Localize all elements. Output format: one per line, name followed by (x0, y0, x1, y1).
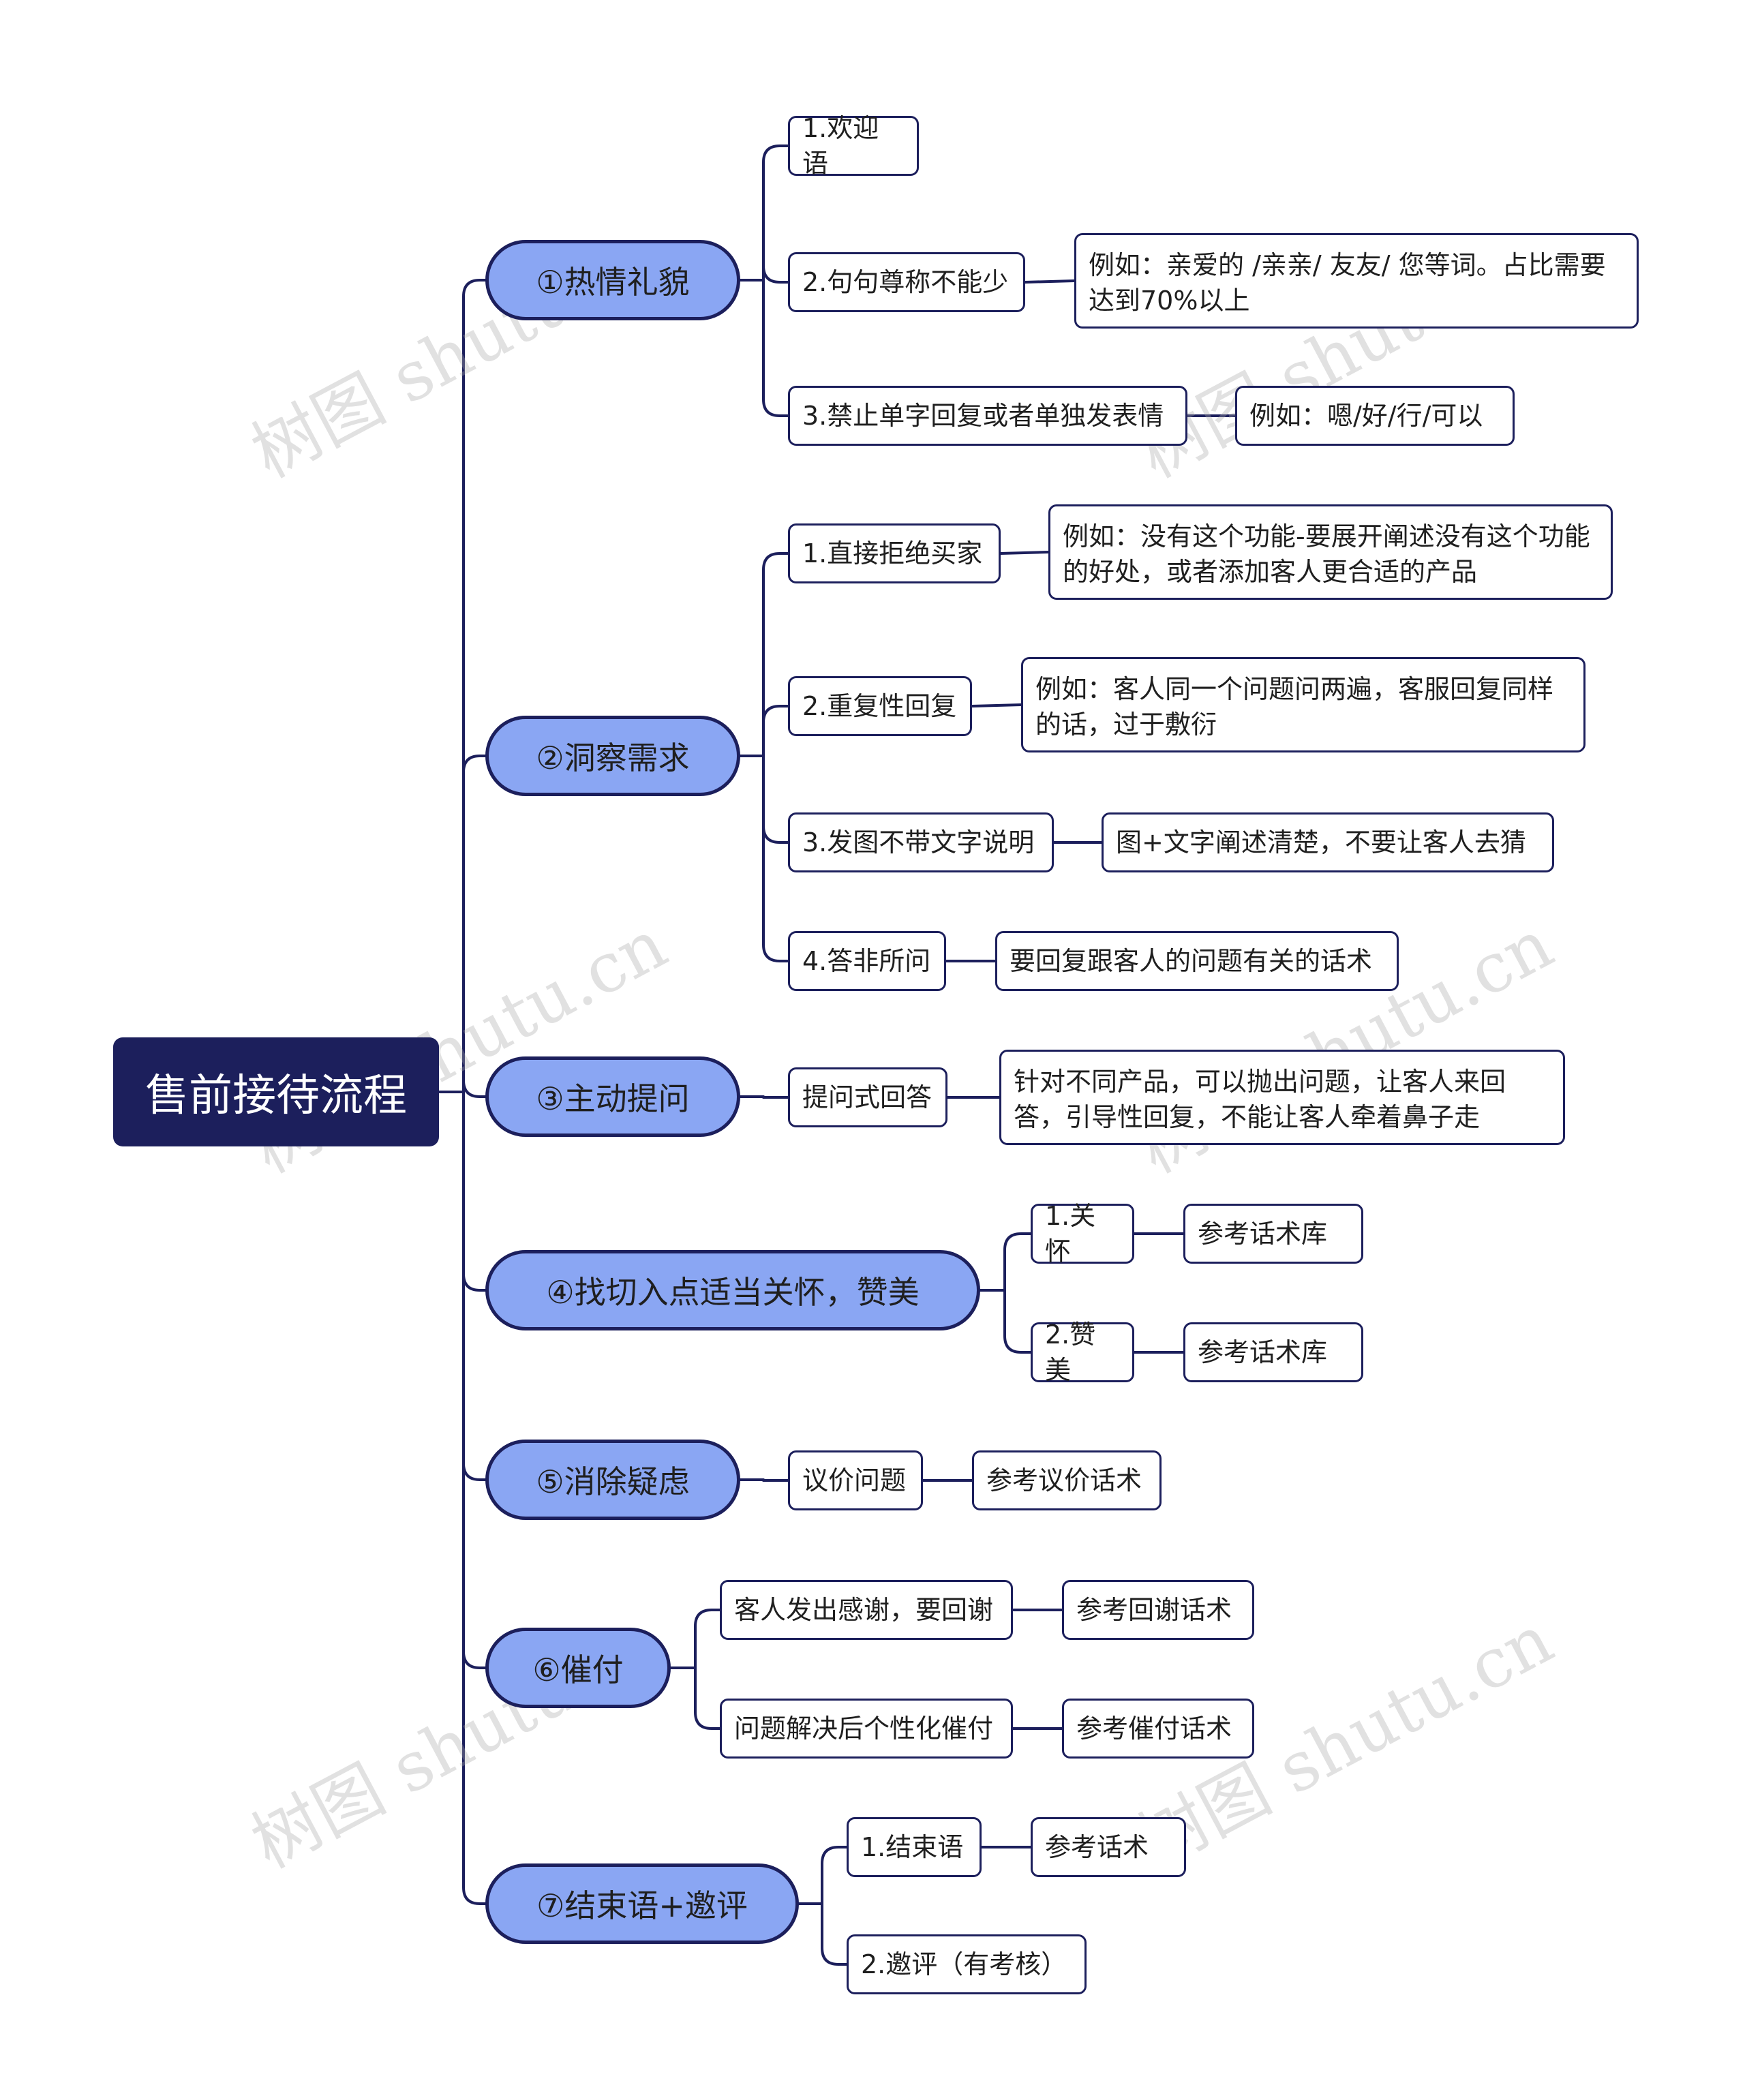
connector (999, 551, 1050, 555)
connector (762, 279, 789, 417)
item-repeat-reply[interactable]: 2.重复性回复 (788, 676, 972, 736)
detail-care: 参考话术库 (1183, 1204, 1363, 1264)
item-review-invite[interactable]: 2.邀评（有考核） (847, 1934, 1087, 1994)
item-question-answer[interactable]: 提问式回答 (788, 1067, 947, 1127)
branch-2[interactable]: ②洞察需求 (485, 716, 740, 796)
detail-thanks: 参考回谢话术 (1062, 1580, 1254, 1640)
root-node[interactable]: 售前接待流程 (113, 1037, 439, 1146)
connector (971, 703, 1022, 707)
item-reject-buyer[interactable]: 1.直接拒绝买家 (788, 523, 1001, 583)
connector (762, 755, 789, 962)
detail-bargain: 参考议价话术 (972, 1450, 1162, 1510)
detail-off-topic: 要回复跟客人的问题有关的话术 (995, 931, 1399, 991)
item-off-topic[interactable]: 4.答非所问 (788, 931, 946, 991)
item-no-single-word[interactable]: 3.禁止单字回复或者单独发表情 (788, 386, 1187, 446)
branch-3[interactable]: ③主动提问 (485, 1056, 740, 1137)
connector (762, 705, 789, 757)
connector (762, 552, 789, 757)
item-payment-reminder[interactable]: 问题解决后个性化催付 (720, 1699, 1013, 1759)
branch-4[interactable]: ④找切入点适当关怀，赞美 (485, 1250, 980, 1330)
item-bargain[interactable]: 议价问题 (788, 1450, 923, 1510)
branch-6[interactable]: ⑥催付 (485, 1628, 671, 1708)
item-image-no-text[interactable]: 3.发图不带文字说明 (788, 812, 1054, 872)
item-praise[interactable]: 2.赞美 (1031, 1320, 1134, 1385)
branch-7[interactable]: ⑦结束语+邀评 (485, 1863, 799, 1944)
connector (462, 1091, 487, 1669)
connector (462, 755, 487, 1093)
item-closing[interactable]: 1.结束语 (847, 1817, 982, 1877)
detail-honorific: 例如：亲爱的 /亲亲/ 友友/ 您等词。占比需要达到70%以上 (1074, 233, 1639, 329)
connector (1003, 1289, 1032, 1354)
connector (462, 1080, 487, 1098)
detail-image-no-text: 图+文字阐述清楚，不要让客人去猜 (1102, 812, 1554, 872)
item-thanks[interactable]: 客人发出感谢，要回谢 (720, 1580, 1013, 1640)
connector (462, 279, 487, 1093)
connector (462, 1091, 487, 1292)
branch-1[interactable]: ①热情礼貌 (485, 240, 740, 320)
detail-praise: 参考话术库 (1183, 1322, 1363, 1382)
connector (1003, 1232, 1032, 1292)
connector (762, 144, 789, 281)
connector (762, 265, 789, 284)
detail-question-answer: 针对不同产品，可以抛出问题，让客人来回答，引导性回复，不能让客人牵着鼻子走 (999, 1050, 1565, 1145)
connector (694, 1609, 721, 1669)
item-care[interactable]: 1.关怀 (1031, 1201, 1134, 1266)
connector (821, 1846, 848, 1905)
connector (762, 755, 789, 844)
item-honorific[interactable]: 2.句句尊称不能少 (788, 252, 1025, 312)
item-welcome[interactable]: 1.欢迎语 (788, 113, 919, 179)
detail-repeat-reply: 例如：客人同一个问题问两遍，客服回复同样的话，过于敷衍 (1021, 657, 1585, 752)
connector (821, 1902, 848, 1966)
connector (1024, 279, 1076, 284)
detail-no-single-word: 例如：嗯/好/行/可以 (1235, 386, 1515, 446)
detail-reject-buyer: 例如：没有这个功能-要展开阐述没有这个功能的好处，或者添加客人更合适的产品 (1048, 504, 1613, 600)
detail-payment-reminder: 参考催付话术 (1062, 1699, 1254, 1759)
detail-closing: 参考话术 (1031, 1817, 1186, 1877)
connector (462, 1091, 487, 1905)
connector (694, 1667, 721, 1730)
branch-5[interactable]: ⑤消除疑虑 (485, 1440, 740, 1520)
